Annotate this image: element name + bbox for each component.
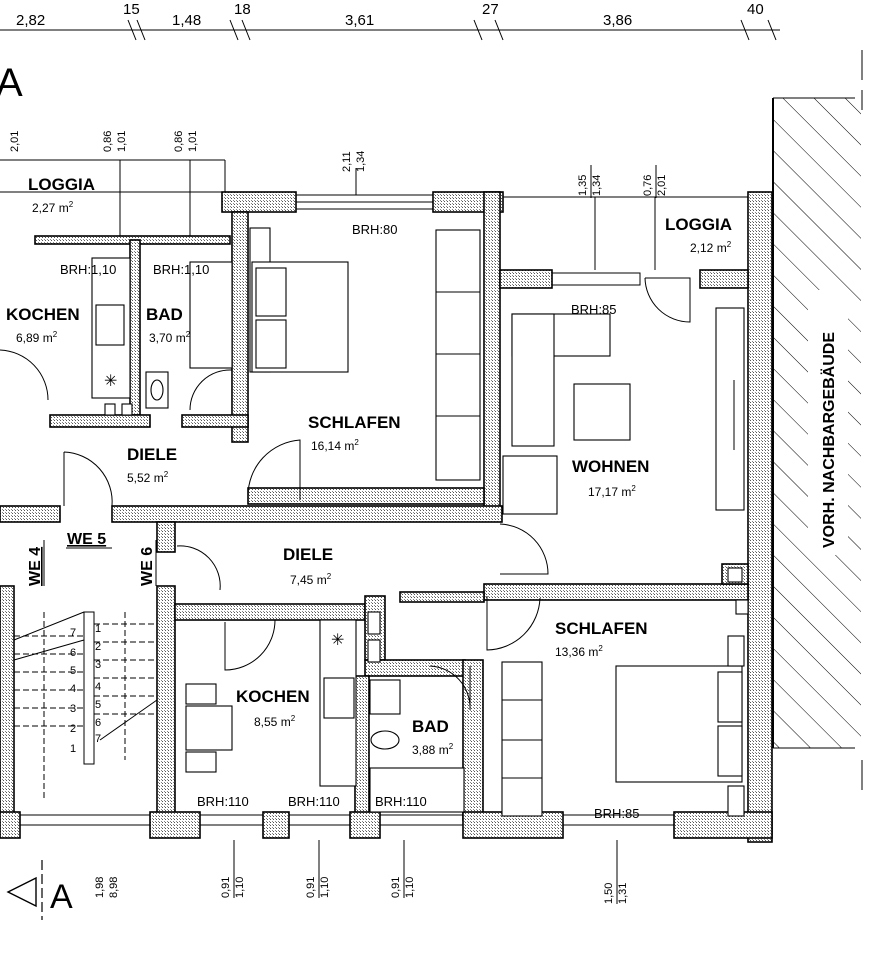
step-2: 5	[70, 665, 76, 677]
wh-7a: 0,91	[220, 877, 232, 898]
doors	[0, 277, 691, 711]
brh-0: BRH:80	[352, 222, 398, 237]
staircase: 7 6 5 4 3 2 1 1 2 3 4 5 6 7	[13, 611, 158, 800]
unit-we6: WE 6	[139, 547, 156, 586]
room-area-diele-2: 7,45 m2	[290, 572, 332, 587]
wh-1b: 1,01	[116, 131, 128, 152]
section-mark-bottom: A	[6, 860, 73, 920]
top-dimension-line: 2,82 15 1,48 18 3,61 27 3,86 40	[0, 1, 780, 41]
dim-top-1: 15	[123, 1, 140, 18]
wh-5b: 2,01	[656, 175, 668, 196]
step-5: 2	[70, 723, 76, 735]
room-area-loggia-2: 2,12 m2	[690, 240, 732, 255]
wh-2a: 0,86	[173, 131, 185, 152]
wh-7b: 1,10	[234, 877, 246, 898]
room-name-kochen-2: KOCHEN	[236, 687, 310, 706]
wh-9a: 0,91	[390, 877, 402, 898]
step-10: 4	[95, 681, 101, 693]
brh-6: BRH:110	[375, 794, 427, 809]
wh-10a: 1,50	[603, 883, 615, 904]
room-labels: LOGGIA 2,27 m2 KOCHEN 6,89 m2 BAD 3,70 m…	[6, 175, 732, 757]
room-area-wohnen: 17,17 m2	[588, 484, 636, 499]
room-name-loggia-1: LOGGIA	[28, 175, 95, 194]
room-name-loggia-2: LOGGIA	[665, 215, 732, 234]
room-name-kochen-1: KOCHEN	[6, 305, 80, 324]
step-6: 1	[70, 743, 76, 755]
step-12: 6	[95, 717, 101, 729]
windows	[0, 159, 748, 826]
step-13: 7	[95, 733, 101, 745]
wh-0a: 2,01	[9, 131, 21, 152]
step-8: 2	[95, 641, 101, 653]
unit-we4: WE 4	[27, 547, 44, 586]
svg-text:✳: ✳	[331, 632, 344, 649]
step-0: 7	[70, 627, 76, 639]
room-name-schlafen-2: SCHLAFEN	[555, 619, 648, 638]
dim-top-7: 40	[747, 1, 764, 18]
wh-8b: 1,10	[319, 877, 331, 898]
section-mark-bottom-letter: A	[50, 878, 73, 916]
wh-10b: 1,31	[617, 883, 629, 904]
wh-3b: 1,34	[355, 151, 367, 172]
unit-labels: WE 4 WE 5 WE 6	[27, 531, 157, 586]
section-mark-top: A	[0, 61, 23, 105]
room-area-kochen-1: 6,89 m2	[16, 330, 58, 345]
step-9: 3	[95, 659, 101, 671]
step-7: 1	[95, 623, 101, 635]
dim-top-3: 18	[234, 1, 251, 18]
wh-4b: 1,34	[591, 175, 603, 196]
wh-8a: 0,91	[305, 877, 317, 898]
room-name-diele-1: DIELE	[127, 445, 177, 464]
room-area-kochen-2: 8,55 m2	[254, 714, 296, 729]
wh-5a: 0,76	[642, 175, 654, 196]
brh-3: BRH:85	[571, 302, 617, 317]
wh-6b: 8,98	[108, 877, 120, 898]
wh-9b: 1,10	[404, 877, 416, 898]
step-11: 5	[95, 699, 101, 711]
room-area-diele-1: 5,52 m2	[127, 470, 169, 485]
wh-4a: 1,35	[577, 175, 589, 196]
room-area-schlafen-1: 16,14 m2	[311, 438, 359, 453]
window-height-labels: 2,01 0,86 1,01 0,86 1,01 2,11 1,34 1,35 …	[9, 131, 668, 904]
dim-top-0: 2,82	[16, 12, 45, 29]
wh-6a: 1,98	[94, 877, 106, 898]
step-4: 3	[70, 703, 76, 715]
dim-top-6: 3,86	[603, 12, 632, 29]
svg-text:✳: ✳	[104, 373, 117, 390]
room-area-schlafen-2: 13,36 m2	[555, 644, 603, 659]
room-name-diele-2: DIELE	[283, 545, 333, 564]
dim-top-5: 27	[482, 1, 499, 18]
brh-4: BRH:110	[197, 794, 249, 809]
unit-we5: WE 5	[67, 531, 106, 548]
room-name-bad-2: BAD	[412, 717, 449, 736]
furniture: ✳ ✳	[91, 227, 749, 817]
room-name-schlafen-1: SCHLAFEN	[308, 413, 401, 432]
step-1: 6	[70, 647, 76, 659]
room-name-bad-1: BAD	[146, 305, 183, 324]
step-3: 4	[70, 683, 76, 695]
wh-3a: 2,11	[341, 151, 353, 172]
brh-2: BRH:1,10	[153, 262, 209, 277]
room-area-bad-2: 3,88 m2	[412, 742, 454, 757]
wh-1a: 0,86	[102, 131, 114, 152]
dim-top-2: 1,48	[172, 12, 201, 29]
room-area-loggia-1: 2,27 m2	[32, 200, 74, 215]
neighbor-building: VORH. NACHBARGEBÄUDE	[772, 97, 863, 790]
brh-1: BRH:1,10	[60, 262, 116, 277]
room-name-wohnen: WOHNEN	[572, 457, 649, 476]
neighbor-label: VORH. NACHBARGEBÄUDE	[820, 332, 838, 548]
walls	[0, 191, 773, 843]
brh-7: BRH:85	[594, 806, 640, 821]
room-area-bad-1: 3,70 m2	[149, 330, 191, 345]
wh-2b: 1,01	[187, 131, 199, 152]
brh-5: BRH:110	[288, 794, 340, 809]
brh-labels: BRH:80 BRH:1,10 BRH:1,10 BRH:85 BRH:110 …	[60, 222, 640, 821]
dim-top-4: 3,61	[345, 12, 374, 29]
